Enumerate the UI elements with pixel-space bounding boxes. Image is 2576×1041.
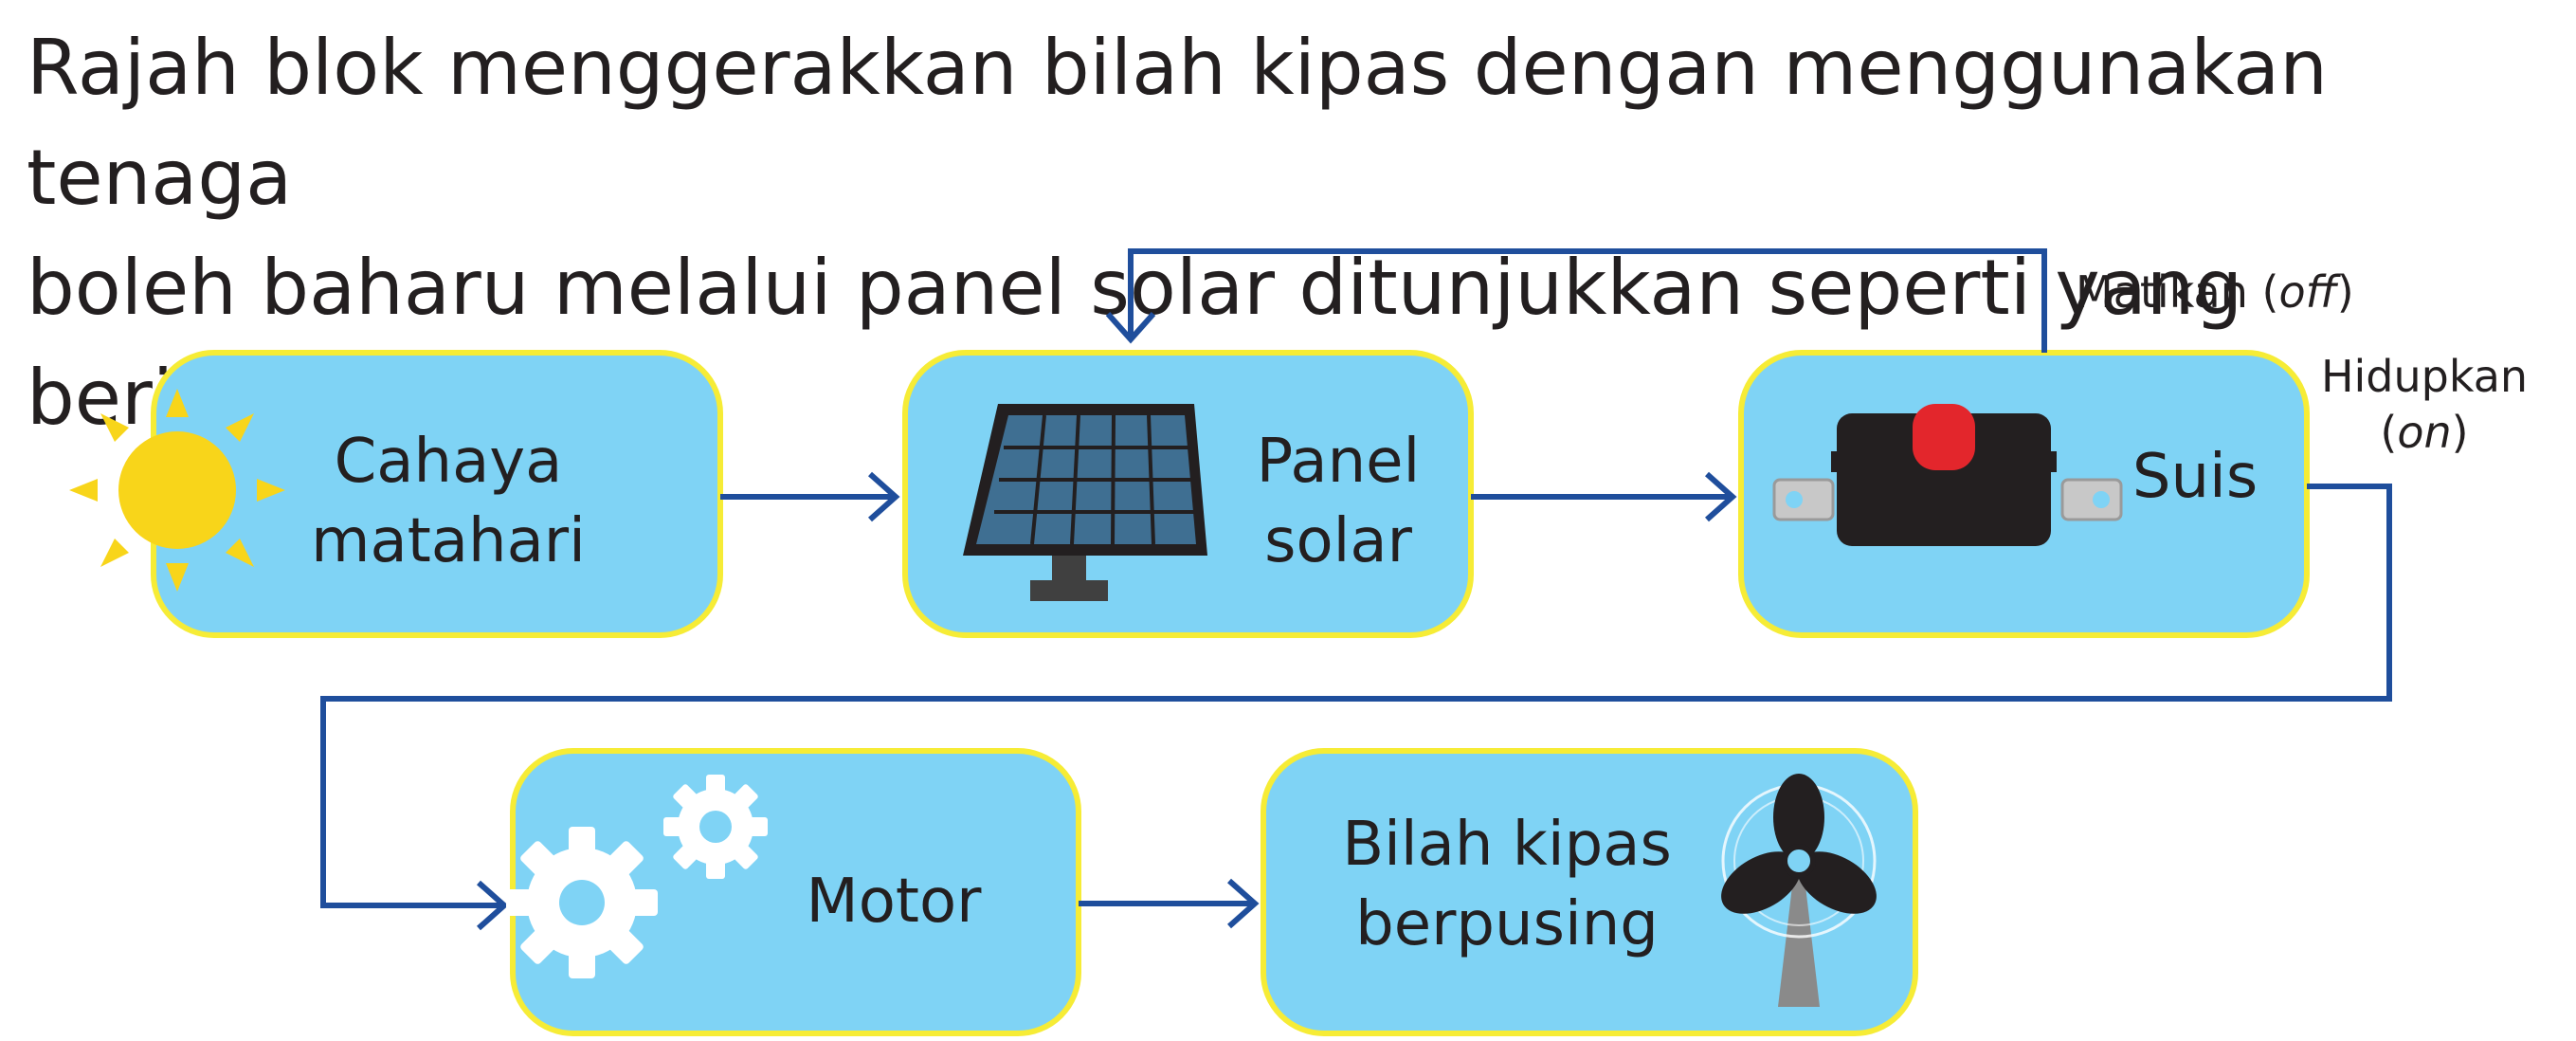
label-on-close: )	[2452, 407, 2469, 458]
label-panel: Panel	[1257, 427, 1421, 497]
sun-icon	[69, 389, 285, 592]
question-line-1: Rajah blok menggerakkan bilah kipas deng…	[27, 24, 2328, 222]
arrowhead-panel-to-switch	[1705, 471, 1737, 522]
label-bilah-kipas: Bilah kipas	[1342, 810, 1672, 880]
label-on: (on)	[2380, 407, 2468, 458]
label-on-open: (	[2380, 407, 2397, 458]
label-hidupkan: Hidupkan	[2321, 351, 2528, 402]
label-cahaya: Cahaya	[335, 427, 563, 497]
switch-icon	[1772, 404, 2123, 546]
label-suis: Suis	[2132, 442, 2258, 512]
box-bilah-kipas	[1261, 748, 1918, 1036]
label-off-italic: off	[2278, 266, 2341, 318]
label-matikan-text: Matikan (	[2076, 266, 2278, 318]
label-on-italic: on	[2397, 407, 2451, 458]
arrow-on-path	[320, 484, 2392, 908]
arrowhead-on-path	[477, 880, 509, 931]
label-matahari: matahari	[311, 506, 586, 576]
arrowhead-motor-to-fan	[1227, 878, 1260, 929]
label-off-close: )	[2337, 266, 2354, 318]
arrowhead-sun-to-panel	[868, 471, 900, 522]
label-solar: solar	[1264, 506, 1413, 576]
label-berpusing: berpusing	[1355, 889, 1659, 959]
arrow-off-loop	[1128, 248, 2047, 353]
arrowhead-off-loop	[1105, 312, 1156, 344]
fan-icon	[1721, 774, 1877, 1007]
label-motor: Motor	[807, 867, 983, 937]
label-matikan-off: Matikan (off)	[2076, 266, 2354, 318]
solar-panel-icon	[963, 404, 1207, 601]
gears-icon	[506, 775, 768, 978]
